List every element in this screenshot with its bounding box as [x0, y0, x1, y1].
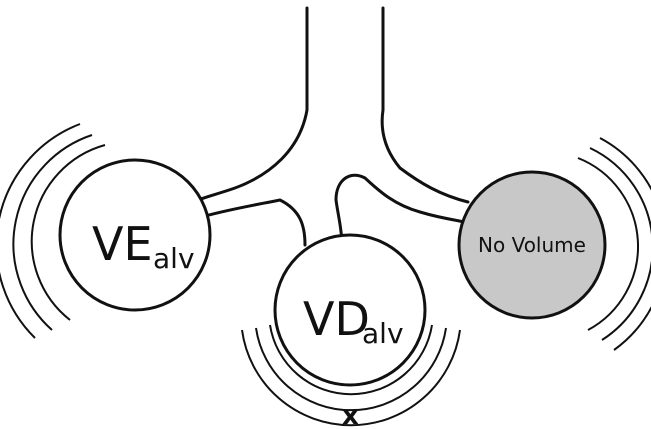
middle-recoil-arc-middle: [255, 327, 447, 412]
blocked-marker: x: [342, 401, 359, 429]
right-recoil-arc-inner: [577, 157, 640, 331]
middle-recoil-arc-outer: [241, 329, 461, 427]
left-recoil-arc-outer: [0, 123, 81, 339]
right-recoil-arc-middle: [589, 147, 651, 341]
alveolus-left: [58, 158, 212, 312]
left-recoil-arc-inner: [30, 144, 106, 321]
left-recoil-arc-middle: [12, 134, 93, 331]
middle-recoil-arc-inner: [269, 324, 433, 396]
label-ve-sub: alv: [153, 242, 195, 275]
right-recoil-arc-outer: [599, 137, 651, 351]
alveolus-middle: [273, 233, 427, 387]
airway-outline: [190, 6, 470, 247]
label-no-volume: No Volume: [478, 233, 586, 257]
label-vd-main: VD: [303, 292, 370, 346]
alveolus-right-no-volume: [457, 170, 607, 320]
label-vd-sub: alv: [362, 317, 404, 350]
label-ve-main: VE: [92, 217, 153, 271]
